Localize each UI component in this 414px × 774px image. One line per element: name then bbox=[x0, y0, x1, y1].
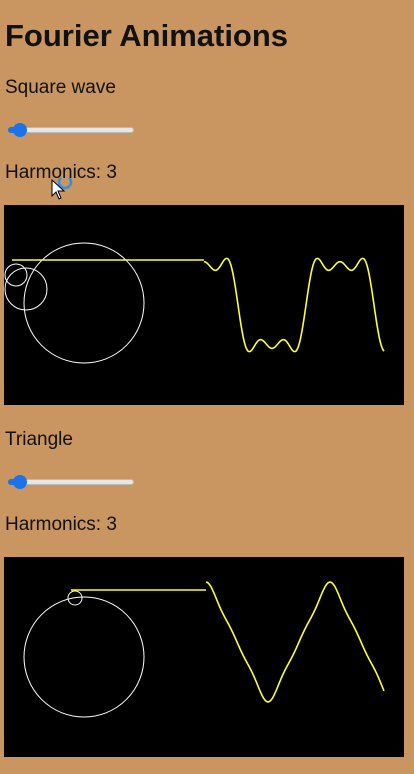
square-harmonics-slider[interactable] bbox=[6, 121, 136, 139]
mouse-cursor-icon bbox=[51, 178, 73, 200]
triangle-canvas bbox=[4, 557, 404, 757]
square-wave-heading: Square wave bbox=[5, 77, 116, 98]
square-wave-drawing bbox=[4, 242, 385, 364]
harmonic-circle-2 bbox=[4, 267, 48, 311]
triangle-harmonics-label: Harmonics: 3 bbox=[5, 514, 117, 535]
square-wave-canvas bbox=[4, 205, 404, 405]
slider-track bbox=[14, 479, 134, 485]
harmonic-circle-1 bbox=[23, 242, 145, 364]
harmonic-circle-1 bbox=[23, 596, 145, 718]
slider-thumb[interactable] bbox=[13, 123, 27, 137]
square-harmonics-label: Harmonics: 3 bbox=[5, 162, 117, 183]
triangle-harmonics-slider[interactable] bbox=[6, 473, 136, 491]
triangle-drawing bbox=[23, 581, 385, 718]
harmonic-circle-2 bbox=[67, 590, 83, 606]
triangle-wave-trace bbox=[205, 581, 385, 703]
square-wave-trace bbox=[203, 257, 385, 353]
slider-thumb[interactable] bbox=[13, 475, 27, 489]
slider-track bbox=[14, 127, 134, 133]
triangle-heading: Triangle bbox=[5, 429, 73, 450]
page-title: Fourier Animations bbox=[5, 18, 289, 53]
harmonic-circle-3 bbox=[4, 263, 28, 287]
